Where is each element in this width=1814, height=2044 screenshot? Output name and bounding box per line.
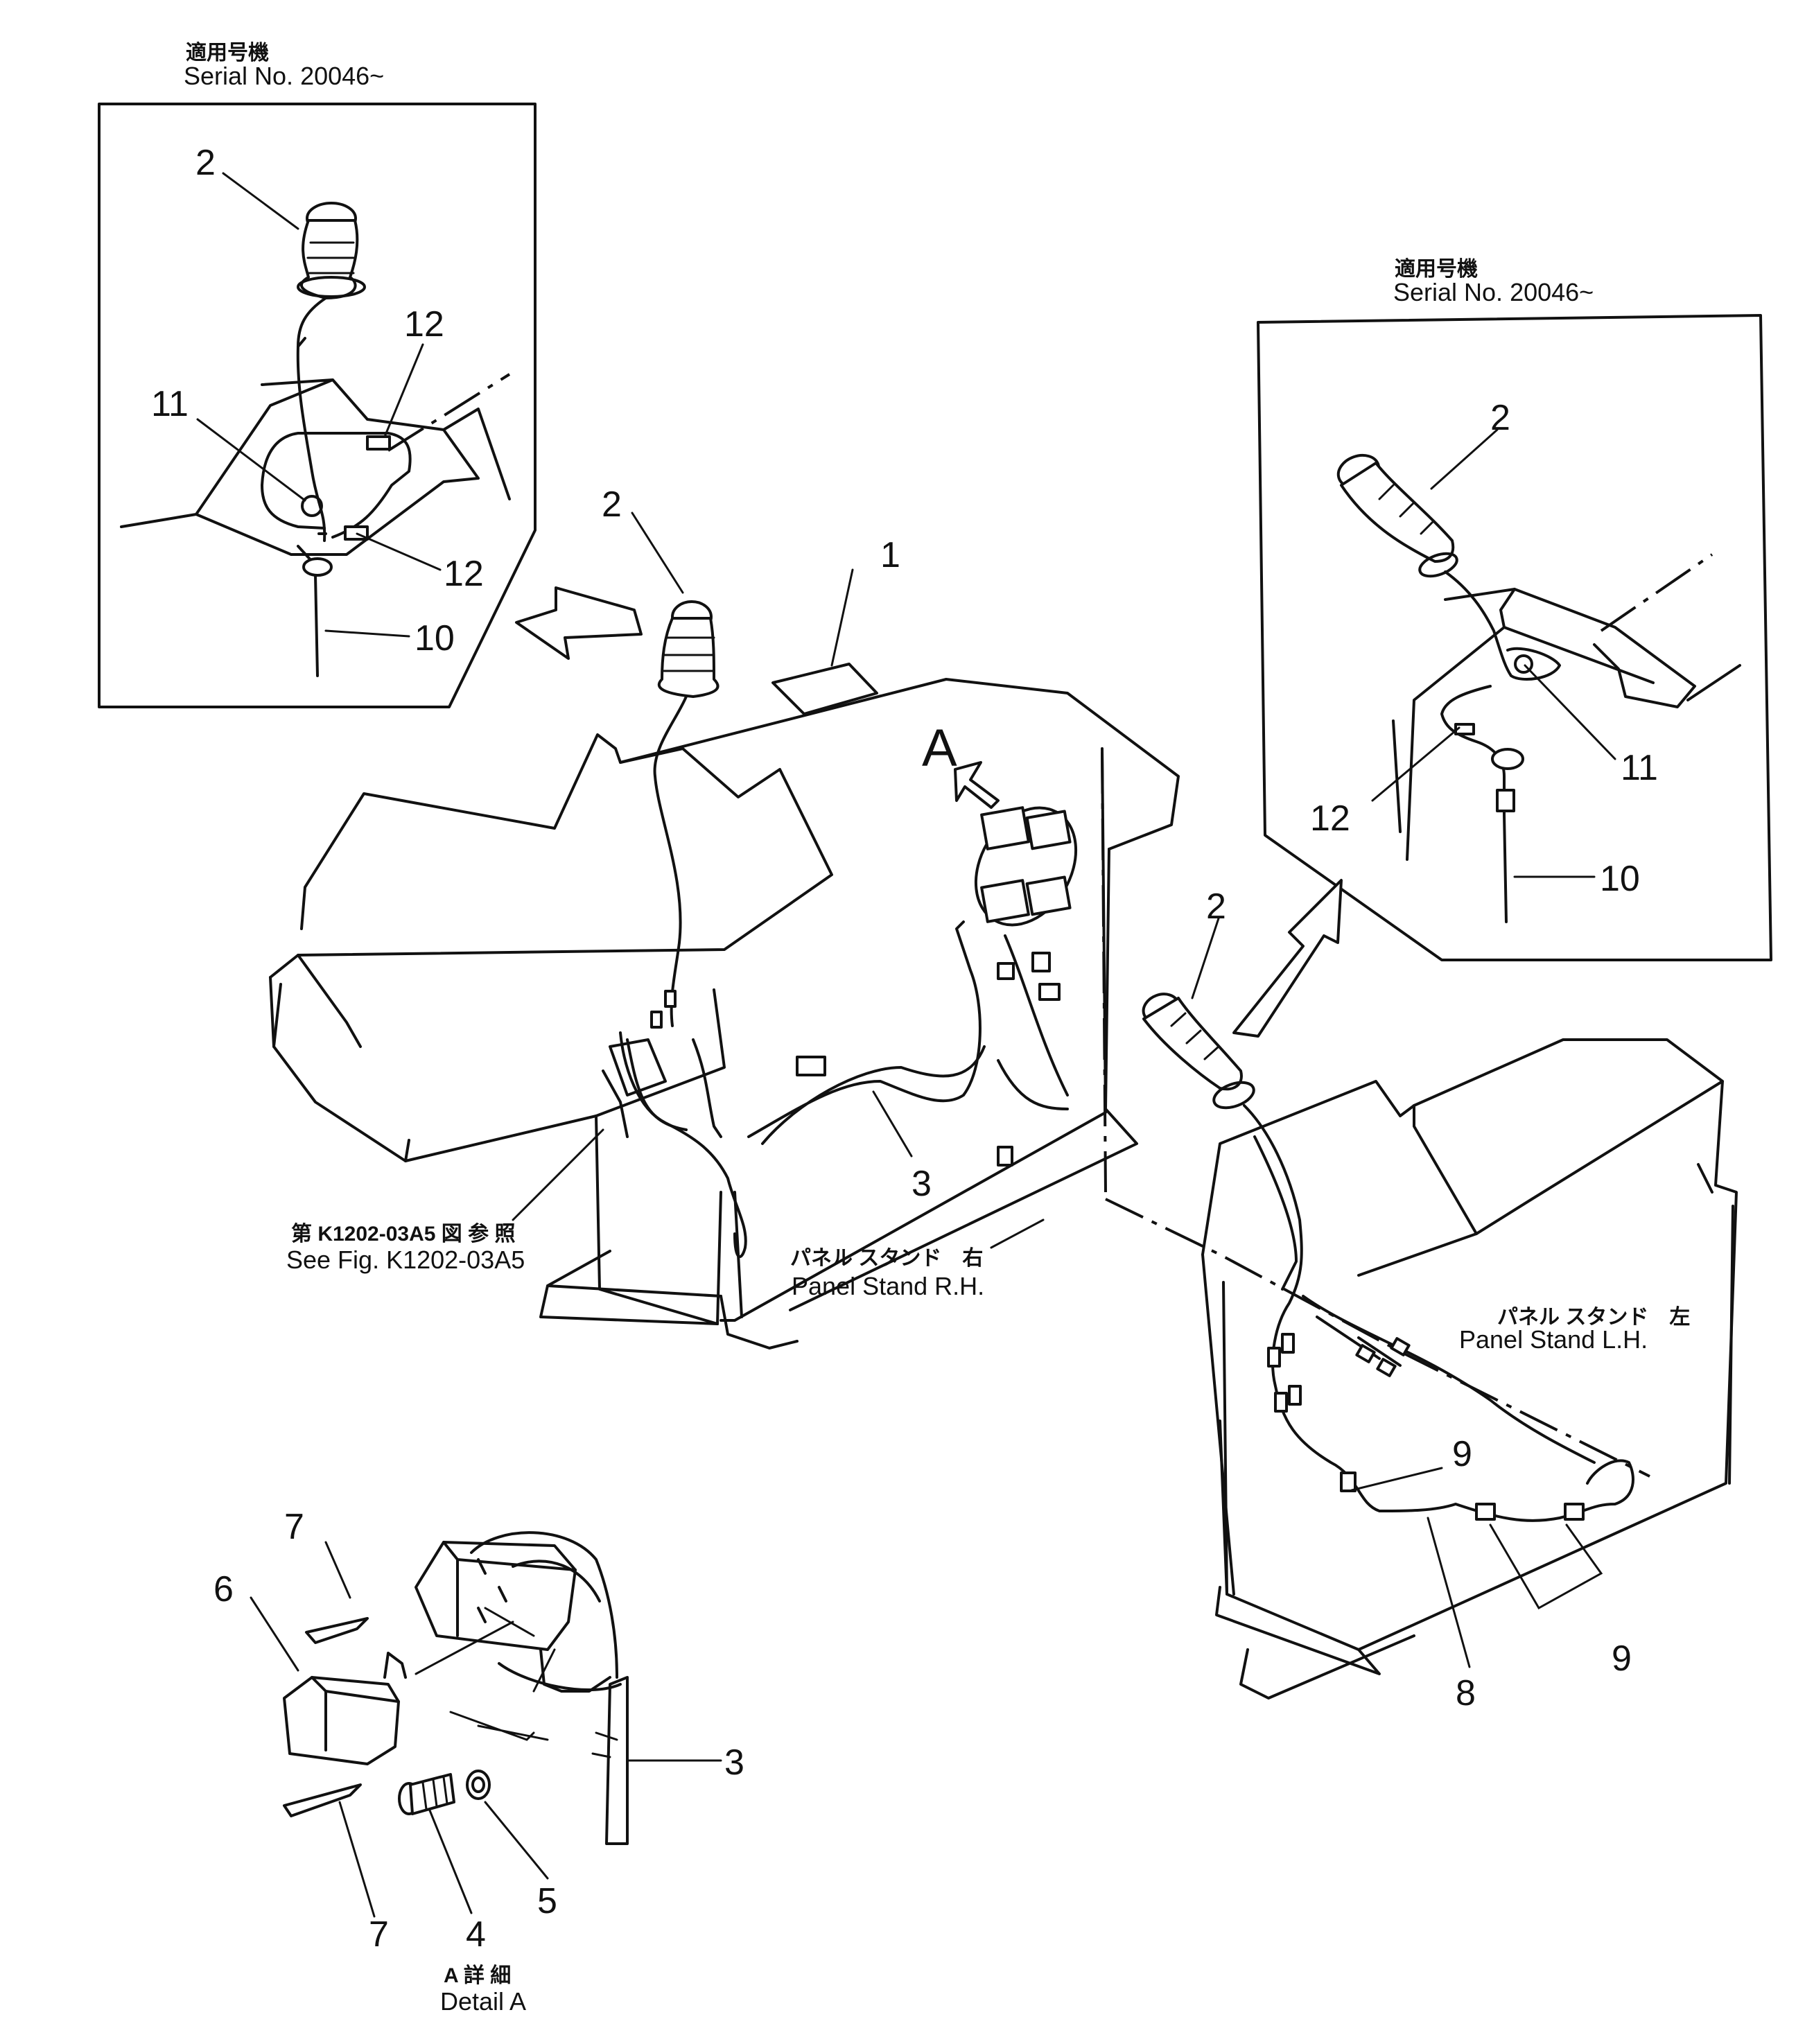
inset-right-clip-12 [1454,723,1475,735]
detail-a: 7 6 3 5 4 7 A 詳 細 Detail A [213,1507,744,2016]
clip-9a [1340,1471,1357,1492]
relay-base [415,1541,577,1651]
relay-6 [283,1676,400,1765]
label-9-top: 9 [1452,1434,1472,1474]
inset-right-lever [1336,453,1458,578]
inset-left-jp-caption: 適用号機 [186,41,269,64]
detail-label-7-top: 7 [284,1507,304,1547]
relay-block-a [974,806,1078,1001]
inset-right-frame [1257,314,1772,961]
inset-left-clip-12 [366,435,391,451]
panel-stand-lh: 2 9 8 9 パネル スタンド 左 Panel Stand L.H. [1105,886,1738,1713]
lever-rh [657,600,720,698]
label-8: 8 [1456,1673,1476,1713]
inset-right-jp-caption: 適用号機 [1395,257,1478,281]
label-2-rh: 2 [602,484,622,525]
ref-fig-en: See Fig. K1202-03A5 [286,1246,525,1274]
clip-9c [1564,1503,1585,1521]
inset-right-label-11: 11 [1621,748,1658,788]
inset-left: 適用号機 Serial No. 20046~ 2 12 11 [98,41,537,708]
detail-label-6: 6 [213,1569,234,1609]
clip-9b [1475,1503,1496,1521]
detail-a-caption-en: Detail A [440,1987,526,2016]
decal-1 [771,663,878,715]
inset-right-label-10: 10 [1600,859,1640,899]
inset-right-serial: Serial No. 20046~ [1393,278,1594,306]
inset-left-label-2: 2 [195,143,216,183]
harness-rh [653,695,1069,1145]
inset-right-label-12: 12 [1310,798,1350,839]
inset-left-serial: Serial No. 20046~ [184,62,384,90]
label-2-lh: 2 [1206,886,1226,927]
inset-left-harness-10 [314,574,319,677]
detail-a-caption-jp: A 詳 細 [444,1964,511,1987]
inset-left-label-12-bottom: 12 [444,554,484,594]
inset-left-lever [297,202,366,299]
inset-right-label-2: 2 [1490,398,1510,438]
inset-right-wire [1440,570,1561,923]
harness-3-detail [605,1676,629,1845]
inset-left-label-11: 11 [151,384,189,424]
label-9-bottom: 9 [1612,1639,1632,1679]
detail-a-marker: A [922,719,957,778]
stand-lh-jp: パネル スタンド 左 [1497,1306,1690,1329]
stand-rh-en: Panel Stand R.H. [792,1272,984,1300]
inset-left-console [120,378,511,556]
detail-a-pointer-arrow [954,761,1000,809]
inset-left-clamp-11 [301,495,323,517]
inset-left-label-10: 10 [415,618,455,658]
arrow-to-left-inset [515,586,643,660]
harness-lh [1243,1104,1634,1522]
panel-stand-rh: 1 2 A [269,484,1180,1349]
bolt-4 [398,1773,455,1815]
clip-7-top [305,1617,369,1644]
label-1: 1 [880,535,900,575]
detail-label-5: 5 [537,1881,557,1921]
label-3-main: 3 [912,1164,932,1204]
inset-left-label-12-top: 12 [404,304,444,344]
inset-right: 適用号機 Serial No. 20046~ 2 11 12 10 [1257,257,1772,961]
detail-label-4: 4 [466,1914,486,1955]
detail-label-7-bottom: 7 [369,1914,389,1955]
inset-right-clamp-11 [1514,654,1533,674]
clip-7-bottom [283,1783,362,1817]
inset-left-frame [98,103,537,708]
ref-fig-jp: 第 K1202-03A5 図 参 照 [291,1222,515,1246]
stand-rh-jp: パネル スタンド 右 [790,1247,983,1270]
stand-lh-en: Panel Stand L.H. [1459,1325,1648,1354]
detail-label-3: 3 [724,1742,744,1783]
lever-lh [1142,993,1255,1110]
arrow-to-right-inset [1232,879,1343,1038]
washer-5 [466,1770,491,1800]
